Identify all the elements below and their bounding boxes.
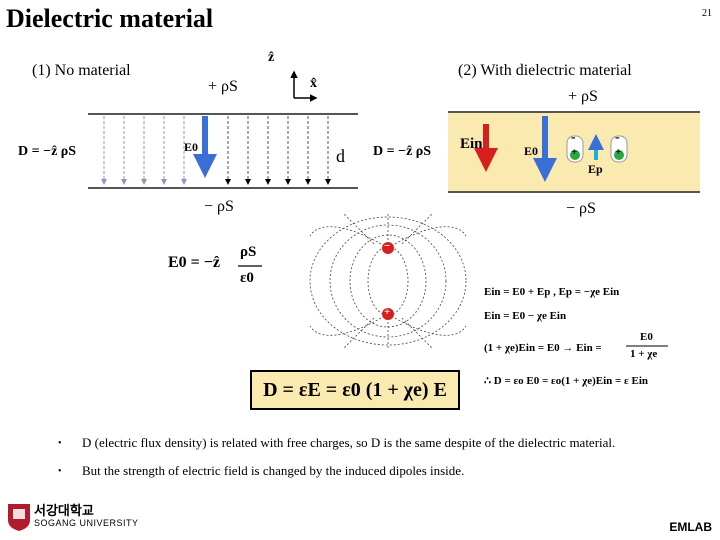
- left-capacitor: [88, 113, 358, 189]
- dipole-left-plus-sign: +: [571, 146, 578, 158]
- dipole-field-diagram: [309, 212, 467, 350]
- logo-english: SOGANG UNIVERSITY: [34, 518, 139, 528]
- dipole-pos-sign: +: [384, 306, 391, 318]
- right-capacitor: [448, 111, 700, 193]
- e0-formula-num: ρS: [240, 244, 257, 260]
- dipole-neg-sign: −: [384, 240, 391, 252]
- ein-label: Ein: [460, 136, 483, 152]
- dipole-negative-charge: [382, 242, 394, 254]
- left-top-charge: + ρS: [208, 78, 238, 95]
- right-top-charge: + ρS: [568, 88, 598, 105]
- university-logo: [6, 502, 32, 537]
- dipole-right-plus-sign: +: [615, 146, 622, 158]
- left-field-lines: [101, 116, 331, 185]
- right-e0-label: E0: [524, 144, 539, 158]
- equation-line1: Ein = E0 + Ep , Ep = −χe Ein: [484, 286, 620, 298]
- university-seal-icon: [8, 504, 30, 531]
- equation-line4: ∴ D = εo E0 = εo(1 + χe)Ein = ε Ein: [484, 375, 649, 387]
- equation-line3-left: (1 + χe)Ein = E0 → Ein =: [484, 342, 602, 354]
- dipole-positive-charge: [382, 308, 394, 320]
- equation-line3-num: E0: [640, 331, 653, 343]
- bullet-2: But the strength of electric field is ch…: [82, 463, 465, 478]
- footer-emlab: EMLAB: [669, 520, 712, 534]
- z-axis-label: ẑ: [268, 50, 275, 65]
- bullet-dot-1: •: [58, 438, 62, 449]
- gap-d-label: d: [336, 146, 345, 166]
- bullet-1: D (electric flux density) is related wit…: [82, 435, 616, 450]
- equation-line3-den: 1 + χe: [630, 348, 658, 360]
- dipole-left-minus: -: [571, 130, 576, 145]
- ep-label: Ep: [588, 162, 603, 176]
- left-bottom-charge: − ρS: [204, 198, 234, 215]
- right-bottom-charge: − ρS: [566, 200, 596, 217]
- left-d-field: D = −ẑ ρS: [18, 144, 77, 159]
- e0-formula-lhs: E0 = −ẑ: [168, 254, 221, 271]
- left-panel-label: (1) No material: [32, 62, 131, 79]
- logo-korean: 서강대학교: [34, 503, 94, 518]
- dipole-right-plus: [614, 150, 624, 160]
- x-axis-label: x̂: [310, 76, 317, 91]
- bullet-dot-2: •: [58, 466, 62, 477]
- right-panel-label: (2) With dielectric material: [458, 62, 632, 79]
- page-number: 21: [702, 8, 712, 19]
- coordinate-axes: [290, 70, 318, 102]
- dipole-right-minus: -: [615, 130, 620, 145]
- right-d-field: D = −ẑ ρS: [373, 144, 432, 159]
- equation-line2: Ein = E0 − χe Ein: [484, 310, 567, 322]
- left-e0-label: E0: [184, 140, 199, 154]
- slide-title: Dielectric material: [6, 4, 214, 33]
- e0-formula-den: ε0: [240, 270, 254, 286]
- dipole-left-plus: [570, 150, 580, 160]
- boxed-equation: D = εE = ε0 (1 + χe) E: [250, 370, 460, 410]
